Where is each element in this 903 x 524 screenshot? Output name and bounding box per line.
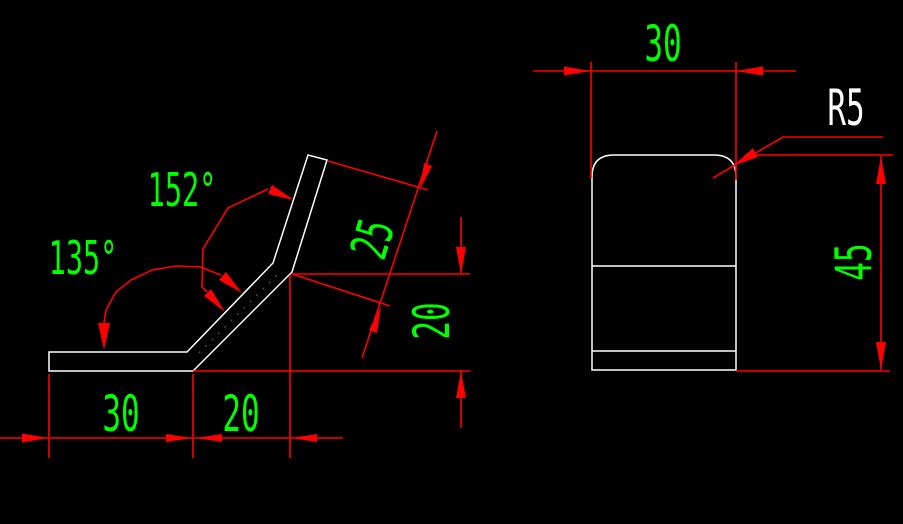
dimension-arrowheads: [22, 66, 886, 443]
dim-label-30-bottom: 30: [102, 385, 140, 443]
arrow-25-top: [420, 163, 432, 189]
arrow-135-web: [219, 272, 242, 293]
arrow-152-upper: [268, 185, 294, 200]
arrow-135-flange: [98, 323, 110, 350]
arrow-20v-bottom: [456, 371, 466, 398]
arrow-r5: [733, 148, 758, 166]
arrow-152-lower: [204, 289, 225, 312]
arrow-30b-left: [22, 433, 48, 443]
dim-label-angle-152: 152°: [147, 163, 217, 217]
dim-label-angle-135: 135°: [48, 231, 118, 285]
arrow-25-bottom: [369, 307, 381, 333]
dim-label-r5: R5: [827, 79, 865, 137]
dim-label-20-vertical: 20: [403, 302, 461, 340]
leader-r5: [712, 136, 883, 179]
dim-label-30-top: 30: [644, 15, 682, 73]
dim-label-45: 45: [825, 243, 883, 281]
ext-line-25-top: [327, 160, 429, 191]
arrow-30t-right: [736, 66, 763, 76]
arc-135: [103, 265, 222, 324]
arrow-20b-right: [291, 434, 317, 442]
arrow-45-bottom: [876, 342, 886, 370]
bend-center-line: [198, 271, 281, 354]
arrow-20b-left: [196, 434, 222, 442]
arc-152: [201, 188, 269, 293]
front-view-part-outline: [48, 154, 328, 372]
dim-label-20-bottom: 20: [222, 385, 260, 443]
ext-line-25-bottom: [291, 273, 391, 307]
arrow-30t-left: [564, 66, 591, 76]
arrow-45-top: [876, 156, 886, 184]
arrow-30b-right: [166, 434, 192, 442]
arrow-20v-top: [456, 247, 466, 274]
side-view-part-outline: [591, 154, 737, 371]
